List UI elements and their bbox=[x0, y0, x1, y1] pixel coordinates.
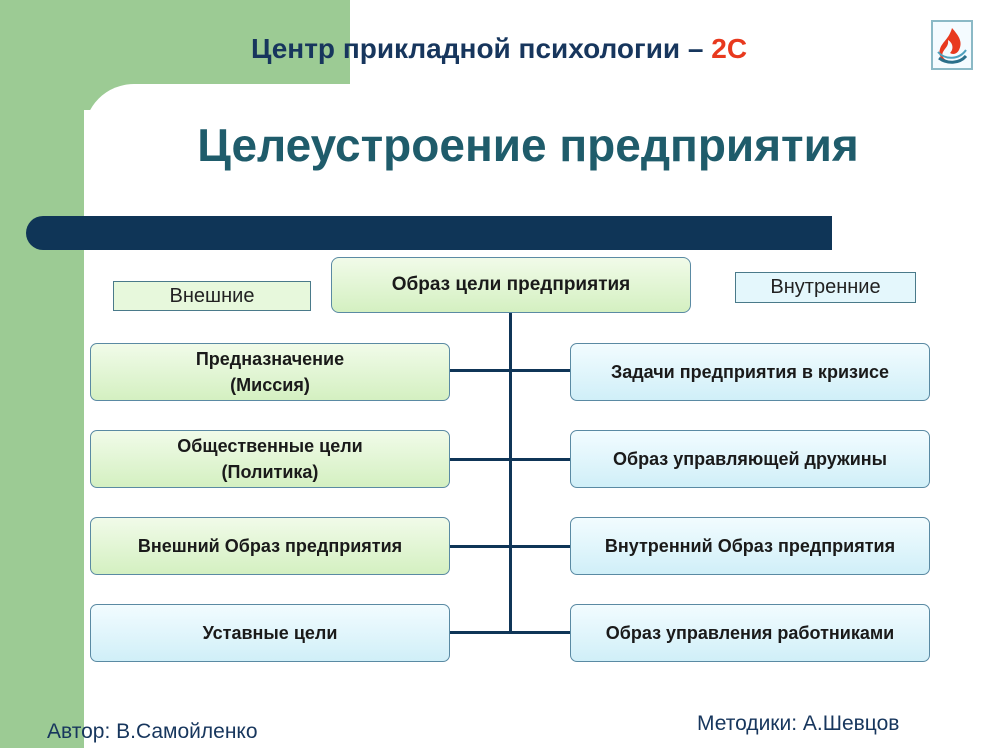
green-side-strip bbox=[0, 0, 84, 748]
slide-title: Целеустроение предприятия bbox=[197, 119, 859, 171]
staff-management-node: Образ управления работниками bbox=[570, 604, 930, 662]
statutory-goals-node: Уставные цели bbox=[90, 604, 450, 662]
policy-line2: (Политика) bbox=[221, 462, 319, 482]
branch-line-4 bbox=[450, 631, 572, 634]
management-team-node: Образ управляющей дружины bbox=[570, 430, 930, 488]
header-title-accent: 2С bbox=[711, 33, 748, 64]
header-title: Центр прикладной психологии – 2С bbox=[0, 33, 998, 65]
policy-node: Общественные цели (Политика) bbox=[90, 430, 450, 488]
mission-line2: (Миссия) bbox=[230, 375, 310, 395]
policy-line1: Общественные цели bbox=[177, 435, 363, 456]
methods-credit: Методики: А.Шевцов bbox=[697, 712, 900, 735]
mission-line1: Предназначение bbox=[195, 348, 345, 369]
title-divider-bar bbox=[26, 216, 832, 250]
internal-image-node: Внутренний Образ предприятия bbox=[570, 517, 930, 575]
root-node: Образ цели предприятия bbox=[331, 257, 691, 313]
branch-line-3 bbox=[450, 545, 572, 548]
crisis-tasks-node: Задачи предприятия в кризисе bbox=[570, 343, 930, 401]
logo-icon bbox=[931, 20, 973, 70]
external-tag: Внешние bbox=[113, 281, 311, 311]
external-image-node: Внешний Образ предприятия bbox=[90, 517, 450, 575]
branch-line-1 bbox=[450, 369, 572, 372]
branch-line-2 bbox=[450, 458, 572, 461]
internal-tag: Внутренние bbox=[735, 272, 916, 303]
mission-node: Предназначение (Миссия) bbox=[90, 343, 450, 401]
author-credit: Автор: В.Самойленко bbox=[47, 720, 258, 743]
header-title-text: Центр прикладной психологии – bbox=[250, 33, 712, 64]
trunk-line bbox=[509, 313, 512, 633]
flame-logo-icon bbox=[937, 28, 968, 64]
